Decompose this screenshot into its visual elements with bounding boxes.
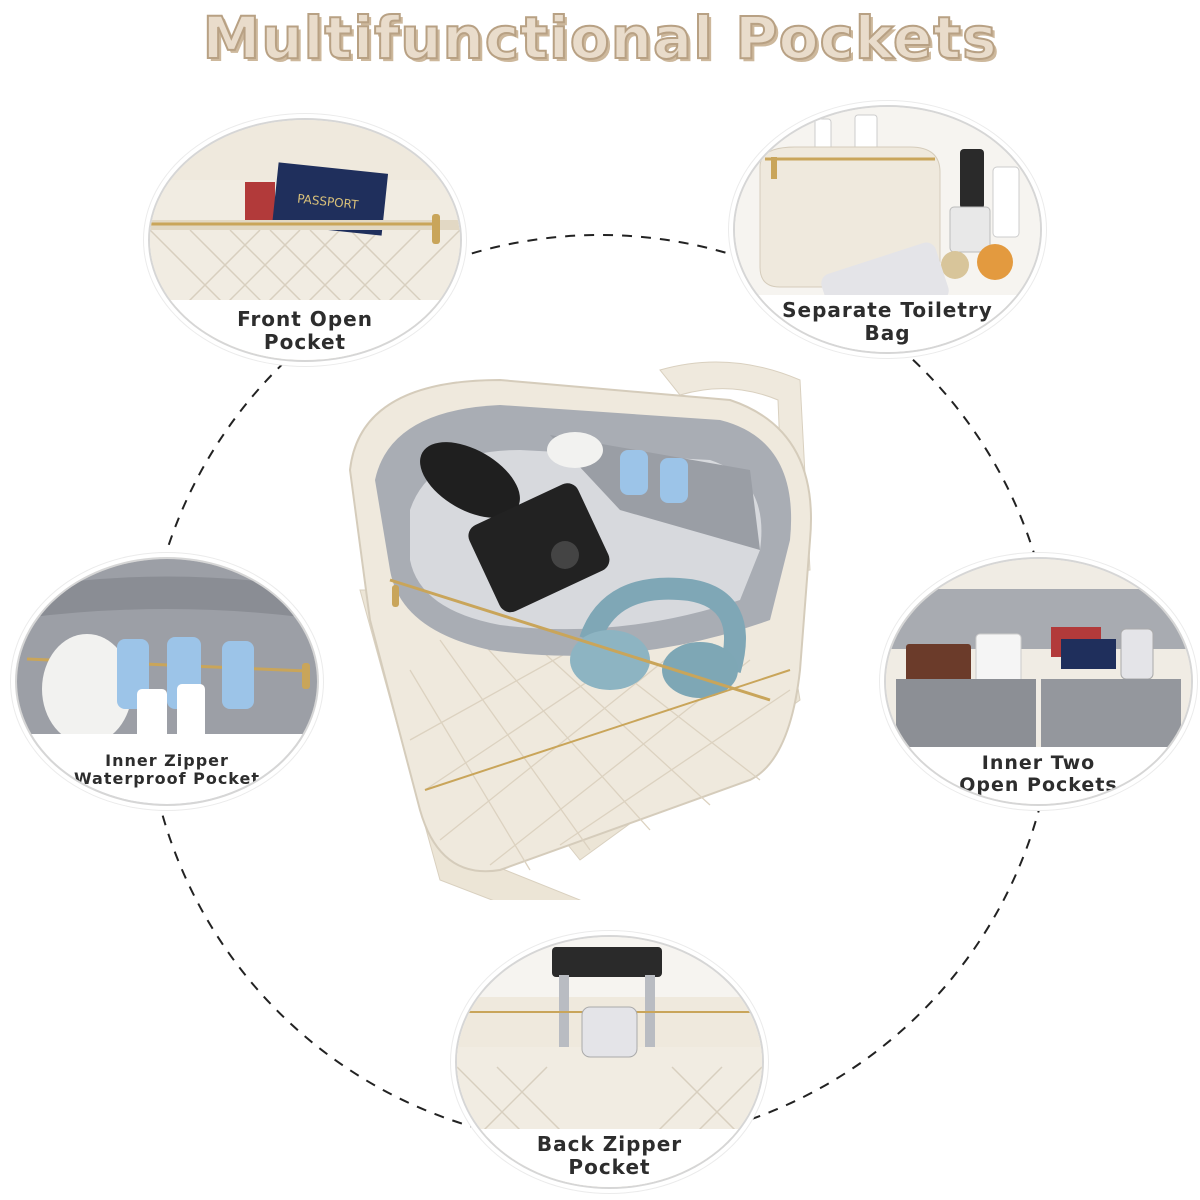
wallet-icon — [906, 644, 971, 684]
front-pocket-label-line1: Front Open — [237, 307, 373, 331]
inner-zipper-label-line1: Inner Zipper — [105, 751, 229, 770]
front-open-pocket-bubble: PASSPORT Front Open Pocket — [148, 118, 462, 362]
toiletry-label-line1: Separate Toiletry — [782, 298, 993, 322]
inner-two-pockets-bubble: Inner Two Open Pockets — [884, 557, 1193, 806]
power-bank-icon — [975, 633, 1022, 685]
front-pocket-label-line2: Pocket — [263, 330, 347, 354]
back-pocket-label-line1: Back Zipper — [536, 1132, 683, 1156]
camera-icon — [420, 442, 610, 613]
passport-icon — [272, 162, 389, 236]
inner-two-label-line2: Open Pockets — [959, 773, 1118, 796]
towel-icon — [42, 634, 132, 744]
inner-zipper-pocket-bubble: Inner Zipper Waterproof Pocket — [15, 557, 319, 806]
trolley-handle-icon — [552, 947, 662, 977]
perfume-bottle — [960, 149, 984, 209]
inner-zipper-label-line2: Waterproof Pocket — [73, 769, 261, 789]
phone-icon — [581, 1006, 638, 1058]
towel-icon — [547, 432, 603, 468]
red-card — [245, 182, 275, 226]
zipper-pull-icon — [432, 214, 440, 244]
toiletry-label-line2: Bag — [864, 321, 911, 345]
phone-icon — [1120, 628, 1154, 680]
page-title: Multifunctional Pockets — [202, 3, 998, 73]
tote-bag-image — [348, 361, 812, 900]
toiletry-bag-bubble: Separate Toiletry Bag — [733, 105, 1042, 354]
passport-text: PASSPORT — [297, 192, 360, 212]
headphones-icon — [570, 577, 746, 698]
zipper-pull-icon — [302, 663, 310, 689]
back-pocket-label-line2: Pocket — [568, 1155, 651, 1179]
zipper-pull-icon — [392, 585, 399, 607]
back-zipper-pocket-bubble: Back Zipper Pocket — [455, 935, 764, 1189]
cream-jar — [977, 244, 1013, 280]
inner-two-label-line1: Inner Two — [981, 752, 1096, 774]
